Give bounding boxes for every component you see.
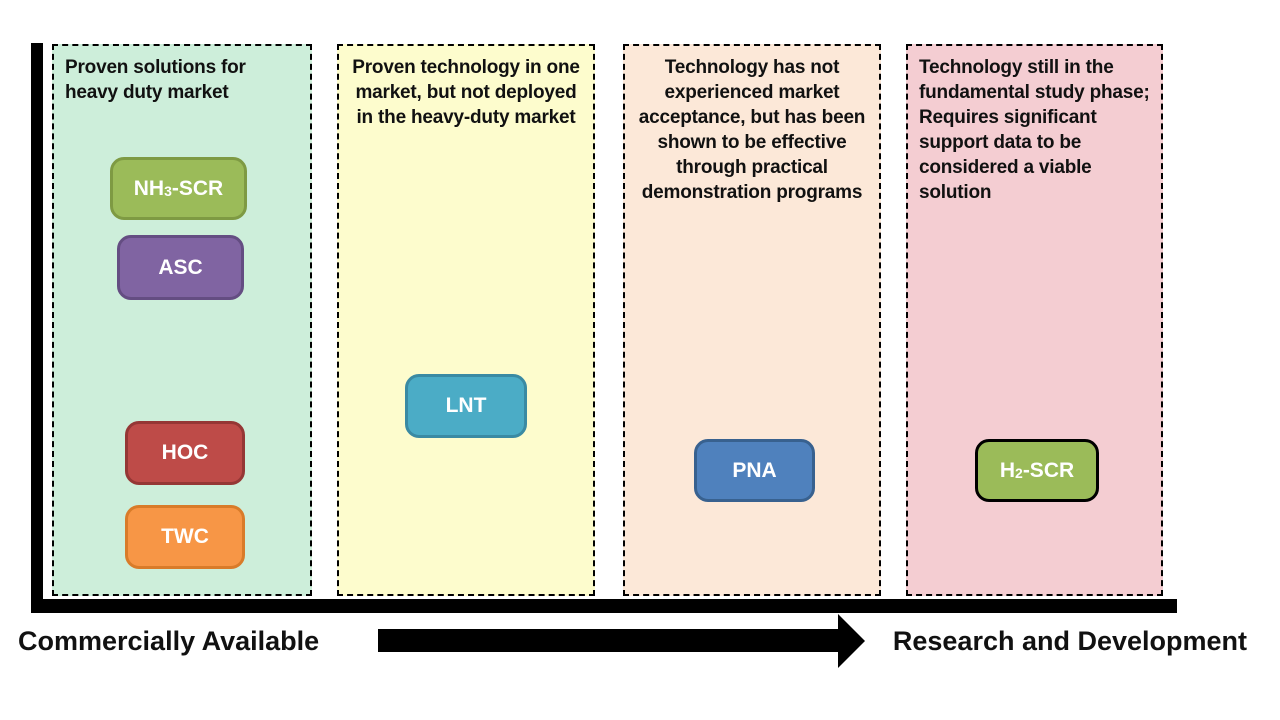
- panel-fundamental-study: Technology still in the fundamental stud…: [906, 44, 1163, 596]
- tech-box-label: LNT: [445, 394, 487, 417]
- tech-box-label: PNA: [732, 458, 777, 482]
- tech-box-label: H: [999, 458, 1016, 482]
- tech-box-lnt: LNT: [405, 374, 527, 438]
- axis-label-research-and-development: Research and Development: [892, 626, 1247, 656]
- tech-box-twc: TWC: [125, 505, 245, 569]
- panel-demonstrated-not-accepted: Technology has not experienced market ac…: [623, 44, 881, 596]
- tech-box-pna: PNA: [694, 439, 815, 502]
- panel-title: Technology still in the fundamental stud…: [919, 57, 1150, 204]
- axis-label-commercially-available: Commercially Available: [18, 626, 320, 656]
- tech-box-label: TWC: [161, 525, 209, 548]
- tech-box-hoc: HOC: [125, 421, 245, 485]
- tech-box-label: -SCR: [1022, 458, 1075, 482]
- x-axis-arrow-body: [378, 629, 838, 652]
- panel-title: Proven solutions for heavy duty market: [65, 57, 246, 104]
- panel-proven-heavy-duty: Proven solutions for heavy duty market N…: [52, 44, 312, 596]
- y-axis-line: [31, 43, 43, 613]
- tech-box-label: -SCR: [171, 176, 224, 200]
- x-axis-line: [31, 599, 1177, 613]
- x-axis-arrow-head-icon: [838, 614, 865, 668]
- tech-box-label: NH: [133, 176, 165, 200]
- tech-box-label: ASC: [158, 255, 203, 279]
- tech-box-asc: ASC: [117, 235, 244, 300]
- panel-title: Proven technology in one market, but not…: [352, 57, 580, 129]
- tech-box-label: HOC: [161, 441, 209, 464]
- panel-proven-other-market: Proven technology in one market, but not…: [337, 44, 595, 596]
- panel-title: Technology has not experienced market ac…: [638, 57, 866, 204]
